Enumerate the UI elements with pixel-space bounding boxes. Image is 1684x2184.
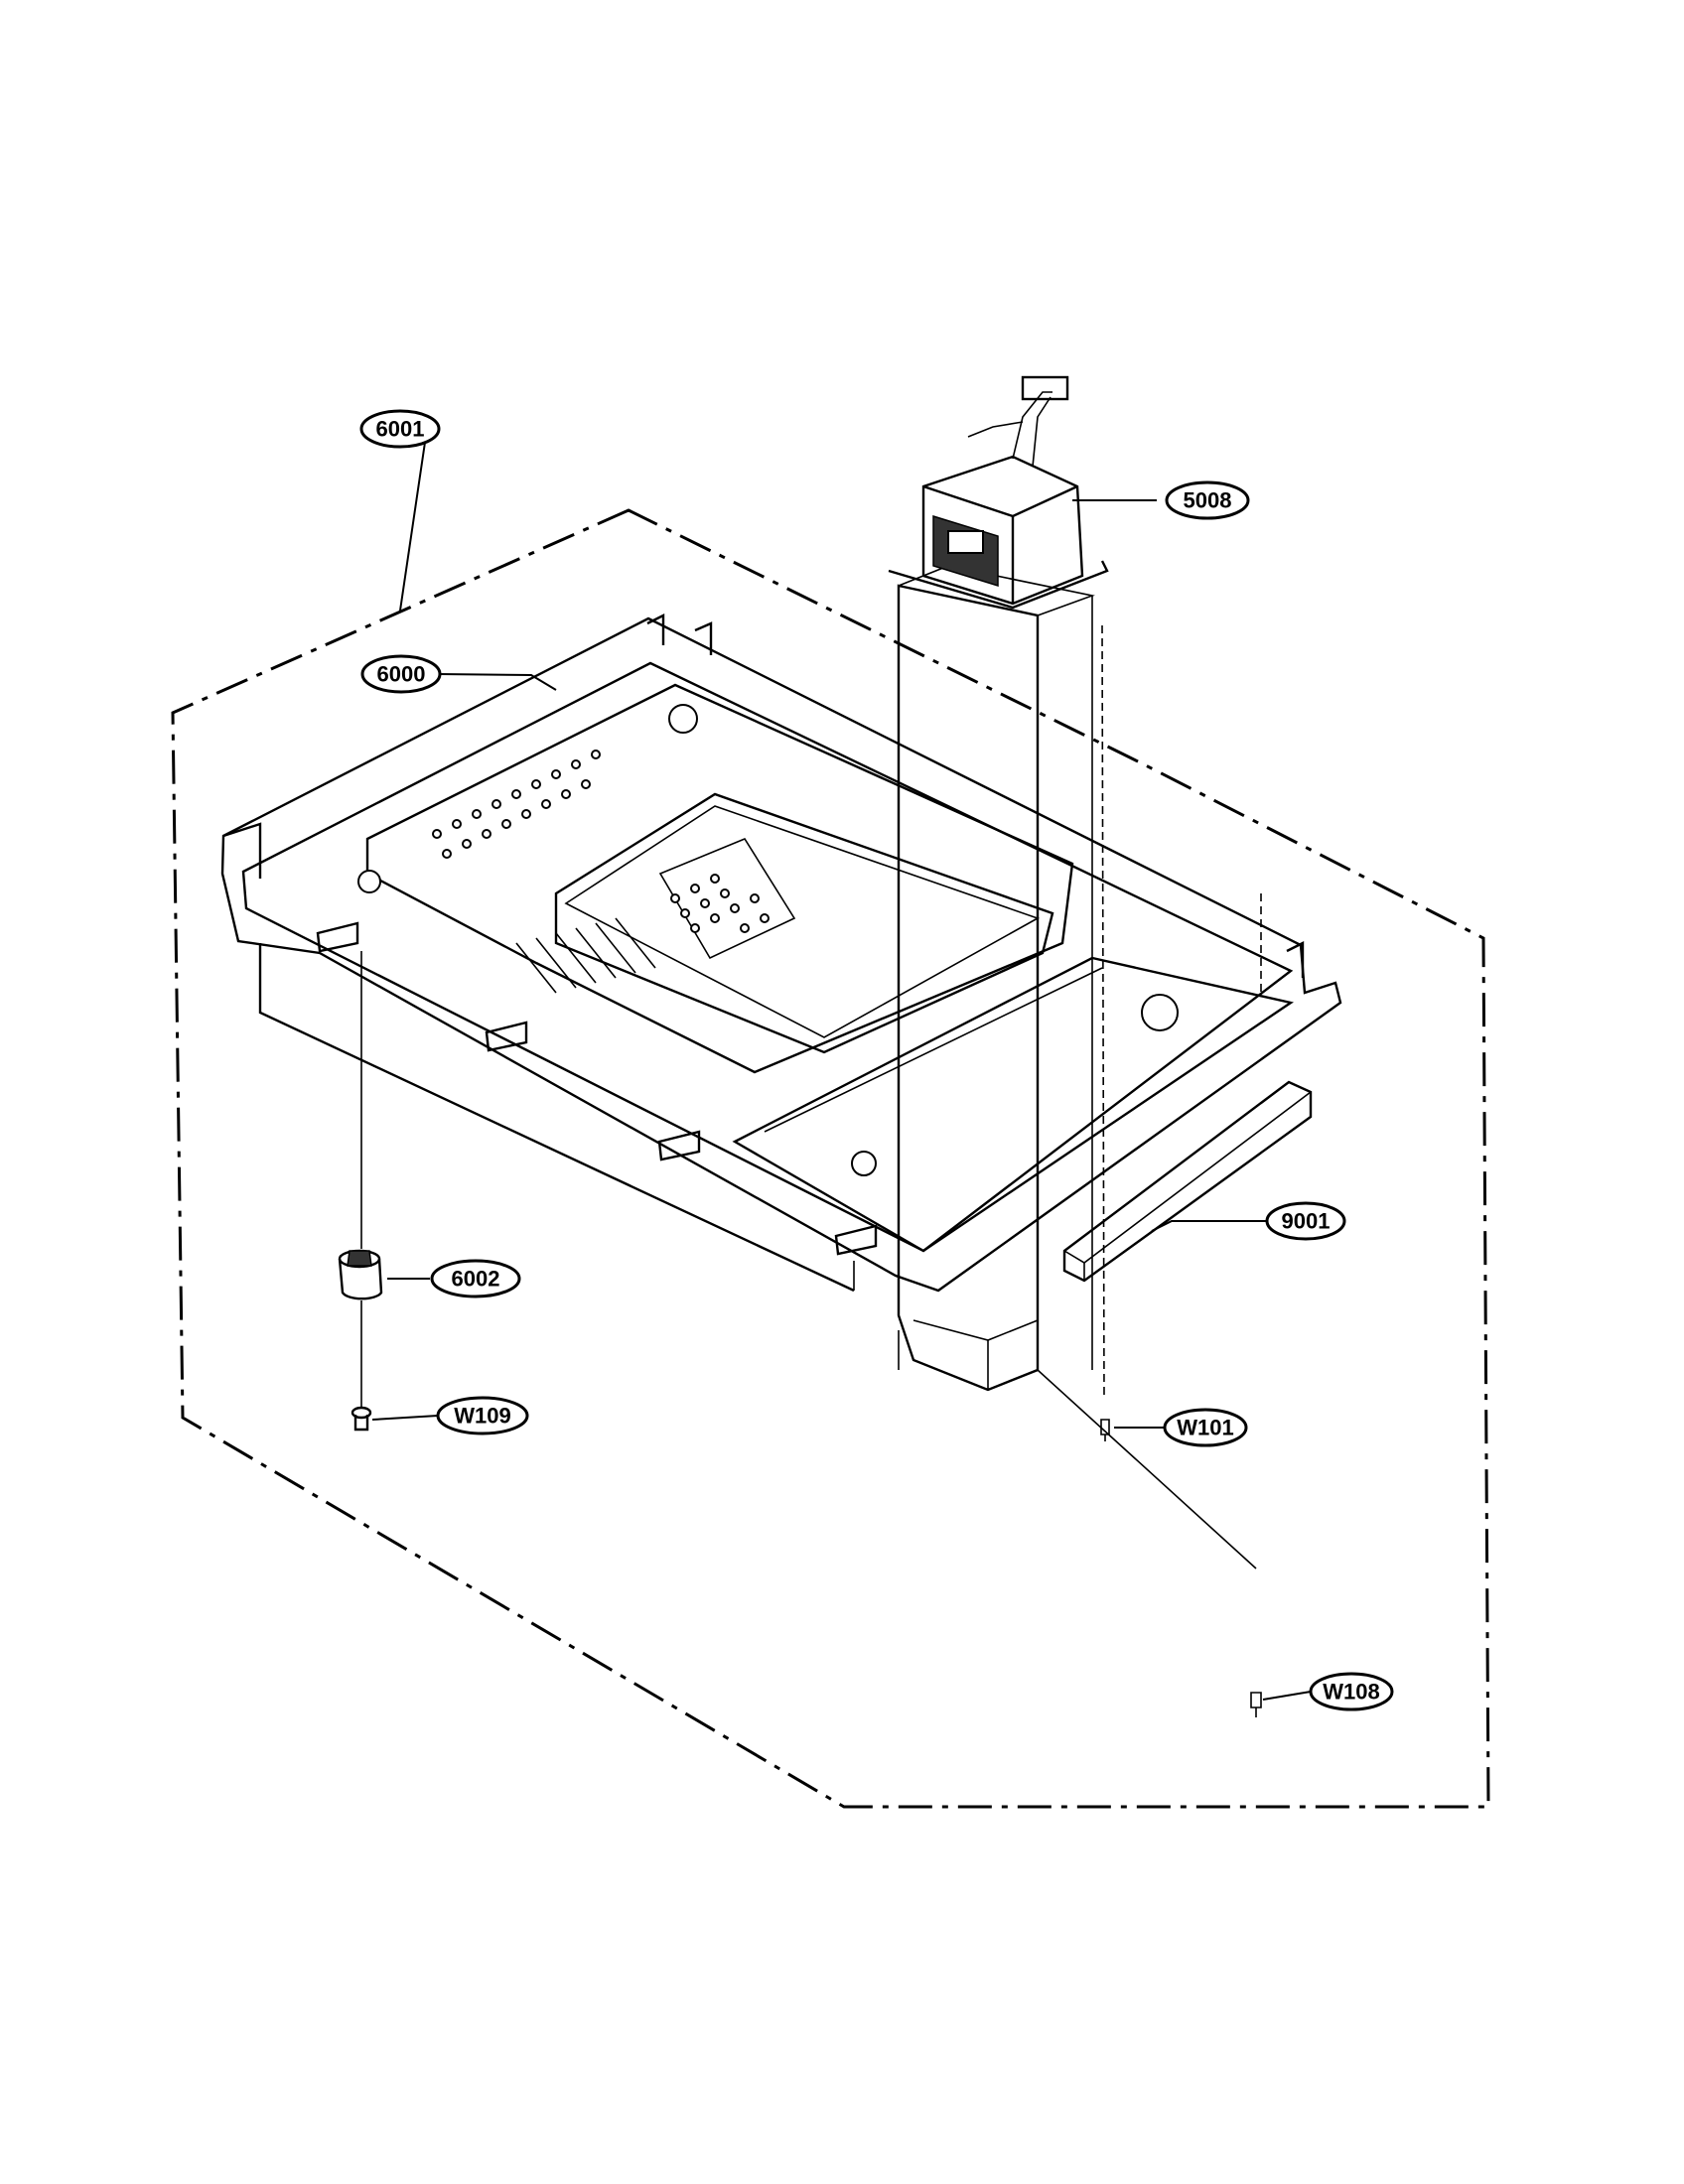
part-6002 bbox=[338, 1249, 383, 1300]
label-W101: W101 bbox=[1177, 1416, 1233, 1440]
screw-W109 bbox=[351, 1406, 372, 1432]
callout-5008: 5008 bbox=[1165, 480, 1250, 520]
label-5008: 5008 bbox=[1184, 488, 1232, 513]
label-W109: W109 bbox=[454, 1404, 510, 1429]
label-9001: 9001 bbox=[1282, 1209, 1331, 1234]
mounting-column bbox=[897, 565, 1095, 1392]
callout-9001: 9001 bbox=[1265, 1201, 1346, 1241]
callout-W101: W101 bbox=[1163, 1408, 1248, 1447]
label-W108: W108 bbox=[1323, 1680, 1379, 1705]
label-6002: 6002 bbox=[452, 1267, 500, 1292]
callout-W109: W109 bbox=[436, 1396, 529, 1435]
screw-W108 bbox=[1250, 1692, 1262, 1717]
part-9001 bbox=[1062, 1080, 1313, 1283]
vent-holes bbox=[357, 704, 1179, 1176]
base-plate bbox=[220, 614, 1342, 1293]
label-6001: 6001 bbox=[376, 417, 425, 442]
leader-lines bbox=[371, 428, 1312, 1701]
callout-W108: W108 bbox=[1309, 1672, 1394, 1711]
assembly-boundary-6001 bbox=[171, 508, 1490, 1809]
callout-6001: 6001 bbox=[359, 409, 441, 449]
callout-6002: 6002 bbox=[430, 1259, 521, 1298]
callout-6000: 6000 bbox=[360, 654, 442, 694]
projection-lines bbox=[360, 624, 1262, 1570]
component-5008 bbox=[888, 375, 1109, 610]
label-6000: 6000 bbox=[377, 662, 426, 687]
